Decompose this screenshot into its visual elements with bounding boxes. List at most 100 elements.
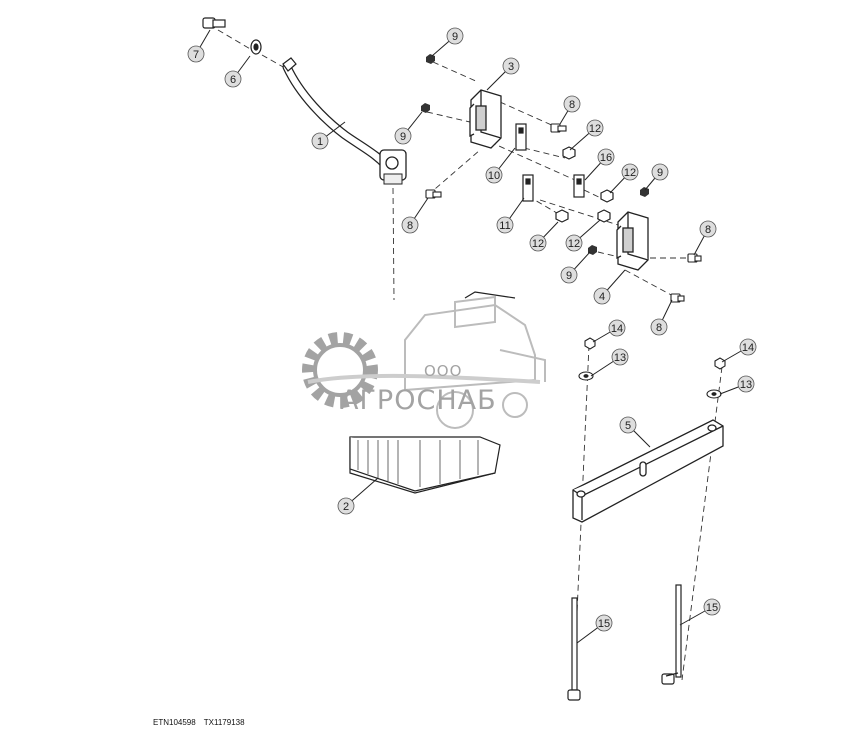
callout-circle — [737, 375, 755, 393]
callout-circle — [703, 598, 721, 616]
battery-cable — [282, 57, 407, 185]
callout-number: 14 — [742, 342, 754, 354]
callout-circle — [485, 166, 503, 184]
nut-12a — [562, 146, 576, 160]
plate-16 — [573, 174, 585, 198]
callout-circle — [187, 45, 205, 63]
watermark-prefix: ООО — [424, 362, 462, 380]
washer-13b — [706, 389, 722, 399]
bolt-8a — [550, 123, 567, 133]
callout-9: 9 — [560, 266, 578, 284]
plate-11 — [522, 174, 534, 202]
callout-circle — [529, 234, 547, 252]
callout-2: 2 — [337, 497, 355, 515]
callout-circle — [611, 348, 629, 366]
callout-11: 11 — [496, 216, 514, 234]
figure-footer: ETN104598 TX1179138 — [153, 718, 251, 727]
gear-icon — [302, 332, 378, 408]
nut-9c — [640, 187, 649, 197]
callout-number: 12 — [532, 238, 544, 250]
j-bolt-15a — [567, 597, 581, 701]
nut-9a — [426, 54, 435, 64]
callout-9: 9 — [651, 163, 669, 181]
callout-number: 3 — [508, 61, 514, 73]
watermark-name: АГРОСНАБ — [340, 385, 497, 416]
figure-code-2: TX1179138 — [203, 718, 245, 727]
callout-number: 8 — [569, 99, 575, 111]
callout-number: 15 — [706, 602, 718, 614]
callout-circle — [446, 27, 464, 45]
watermark: ООО АГРОСНАБ — [302, 295, 546, 429]
callout-12: 12 — [565, 234, 583, 252]
callout-3: 3 — [502, 57, 520, 75]
callout-9: 9 — [446, 27, 464, 45]
nut-14b — [714, 357, 726, 370]
callout-number: 12 — [589, 123, 601, 135]
callout-16: 16 — [597, 148, 615, 166]
callout-number: 16 — [600, 152, 612, 164]
callout-number: 14 — [611, 323, 623, 335]
callout-circle — [593, 287, 611, 305]
callout-circle — [563, 95, 581, 113]
callout-circle — [619, 416, 637, 434]
callout-8: 8 — [563, 95, 581, 113]
callout-14: 14 — [608, 319, 626, 337]
callout-8: 8 — [401, 216, 419, 234]
terminal-clamp-4 — [616, 211, 649, 271]
hold-down-bracket — [572, 419, 724, 523]
callout-number: 9 — [566, 270, 572, 282]
callout-6: 6 — [224, 70, 242, 88]
callout-circle — [699, 220, 717, 238]
plate-10 — [515, 123, 527, 151]
callout-circle — [560, 266, 578, 284]
nut-14a — [584, 337, 596, 350]
callout-14: 14 — [739, 338, 757, 356]
battery — [349, 291, 516, 494]
callout-number: 8 — [656, 322, 662, 334]
terminal-clamp-3 — [469, 89, 502, 149]
callout-12: 12 — [529, 234, 547, 252]
callout-circle — [394, 127, 412, 145]
callout-circle — [401, 216, 419, 234]
bolt-8c — [687, 253, 702, 263]
j-bolt-15b — [661, 584, 682, 685]
nut-9b — [421, 103, 430, 113]
callout-number: 9 — [452, 31, 458, 43]
callout-15: 15 — [595, 614, 613, 632]
callout-13: 13 — [611, 348, 629, 366]
callout-5: 5 — [619, 416, 637, 434]
callout-8: 8 — [699, 220, 717, 238]
callout-8: 8 — [650, 318, 668, 336]
callout-circle — [650, 318, 668, 336]
callout-number: 8 — [705, 224, 711, 236]
callout-circle — [651, 163, 669, 181]
callout-12: 12 — [621, 163, 639, 181]
callout-number: 13 — [740, 379, 752, 391]
callout-number: 10 — [488, 170, 500, 182]
callout-12: 12 — [586, 119, 604, 137]
callout-15: 15 — [703, 598, 721, 616]
callout-number: 8 — [407, 220, 413, 232]
callout-number: 4 — [599, 291, 605, 303]
washer-13a — [578, 371, 594, 381]
callout-number: 9 — [400, 131, 406, 143]
callout-number: 12 — [624, 167, 636, 179]
nut-9d — [588, 245, 597, 255]
callout-circle — [597, 148, 615, 166]
callout-circle — [565, 234, 583, 252]
combine-harvester-icon — [404, 295, 546, 429]
callout-circle — [595, 614, 613, 632]
callout-number: 15 — [598, 618, 610, 630]
callout-1: 1 — [311, 132, 329, 150]
callout-number: 6 — [230, 74, 236, 86]
callout-circle — [496, 216, 514, 234]
callout-7: 7 — [187, 45, 205, 63]
callout-circle — [608, 319, 626, 337]
callout-number: 12 — [568, 238, 580, 250]
callout-13: 13 — [737, 375, 755, 393]
nut-12d — [597, 209, 611, 223]
bolt-8d — [670, 293, 685, 303]
callout-number: 9 — [657, 167, 663, 179]
